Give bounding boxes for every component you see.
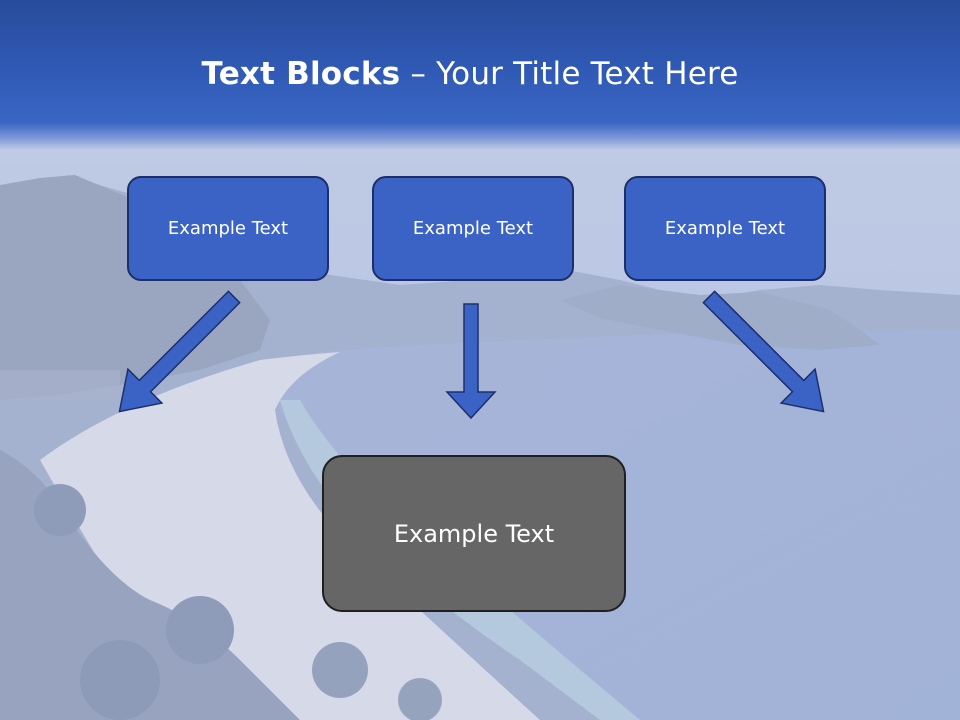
slide-title: Text Blocks – Your Title Text Here	[0, 56, 940, 92]
arrow-center	[445, 303, 497, 420]
title-rest: Your Title Text Here	[436, 56, 739, 92]
title-band	[0, 0, 960, 150]
title-bold: Text Blocks	[201, 56, 401, 92]
arrow-left	[118, 290, 241, 413]
arrow-right	[702, 290, 825, 413]
text-block-2[interactable]: Example Text	[372, 176, 574, 281]
text-block-3[interactable]: Example Text	[624, 176, 826, 281]
text-block-bottom[interactable]: Example Text	[322, 455, 626, 612]
title-separator: –	[400, 56, 437, 92]
text-block-1[interactable]: Example Text	[127, 176, 329, 281]
